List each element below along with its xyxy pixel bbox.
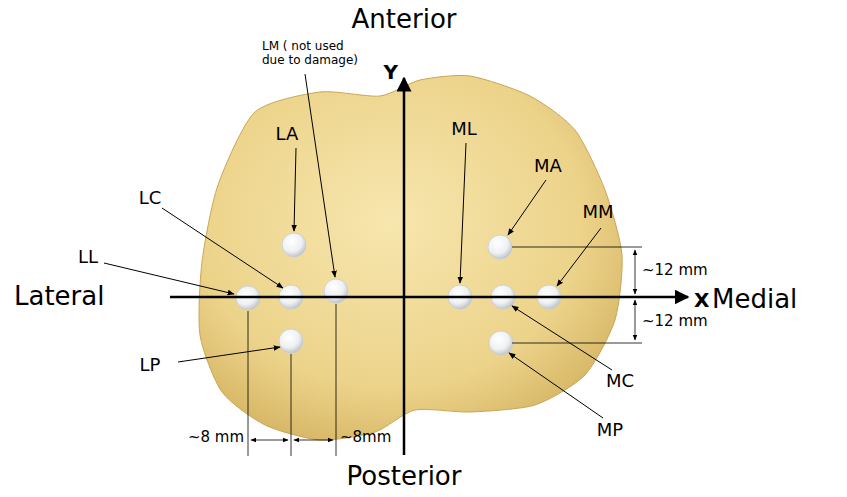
extension-line [512,247,642,248]
leader-line [512,306,612,370]
leader-line [104,263,234,294]
dimension-line [294,440,333,441]
site-label: LP [140,355,161,376]
dimension-line [635,300,636,340]
dimension-text: ~8mm [340,429,391,446]
leader-line [162,208,283,288]
dimension-text: ~8 mm [188,429,244,446]
leader-line [509,353,603,418]
site-label: LA [276,124,299,145]
direction-label: Lateral [14,282,104,312]
dimension-text: ~12 mm [642,262,708,279]
extension-line [291,354,292,456]
leader-line [508,180,546,235]
dimension-line [635,250,636,294]
leader-line [178,347,280,362]
direction-label: Anterior [352,5,457,35]
site-label: MM [582,202,613,223]
leader-line [305,74,335,277]
measurement-site [282,233,306,257]
site-label: LM ( not used due to damage) [262,40,366,68]
extension-line [248,311,249,456]
measurement-site [324,279,348,303]
leader-line [557,228,601,286]
dimension-text: ~12 mm [642,313,708,330]
measurement-site [488,235,512,259]
axis-label: X [694,289,709,312]
direction-label: Posterior [347,462,462,492]
axis-label: Y [384,61,398,84]
dimension-line [251,440,288,441]
site-label: LC [139,188,162,209]
measurement-site [489,331,513,355]
site-label: MP [597,420,623,441]
x-axis [170,296,688,299]
measurement-site [279,329,303,353]
tibial-plateau [199,75,622,440]
site-label: LL [78,247,98,268]
direction-label: Medial [712,285,797,315]
extension-line [336,304,337,456]
site-label: ML [451,119,477,140]
y-axis [403,78,406,455]
site-label: MC [606,371,634,392]
leader-line [460,143,466,283]
site-label: MA [534,156,562,177]
leader-line [294,148,296,231]
extension-line [512,343,642,344]
